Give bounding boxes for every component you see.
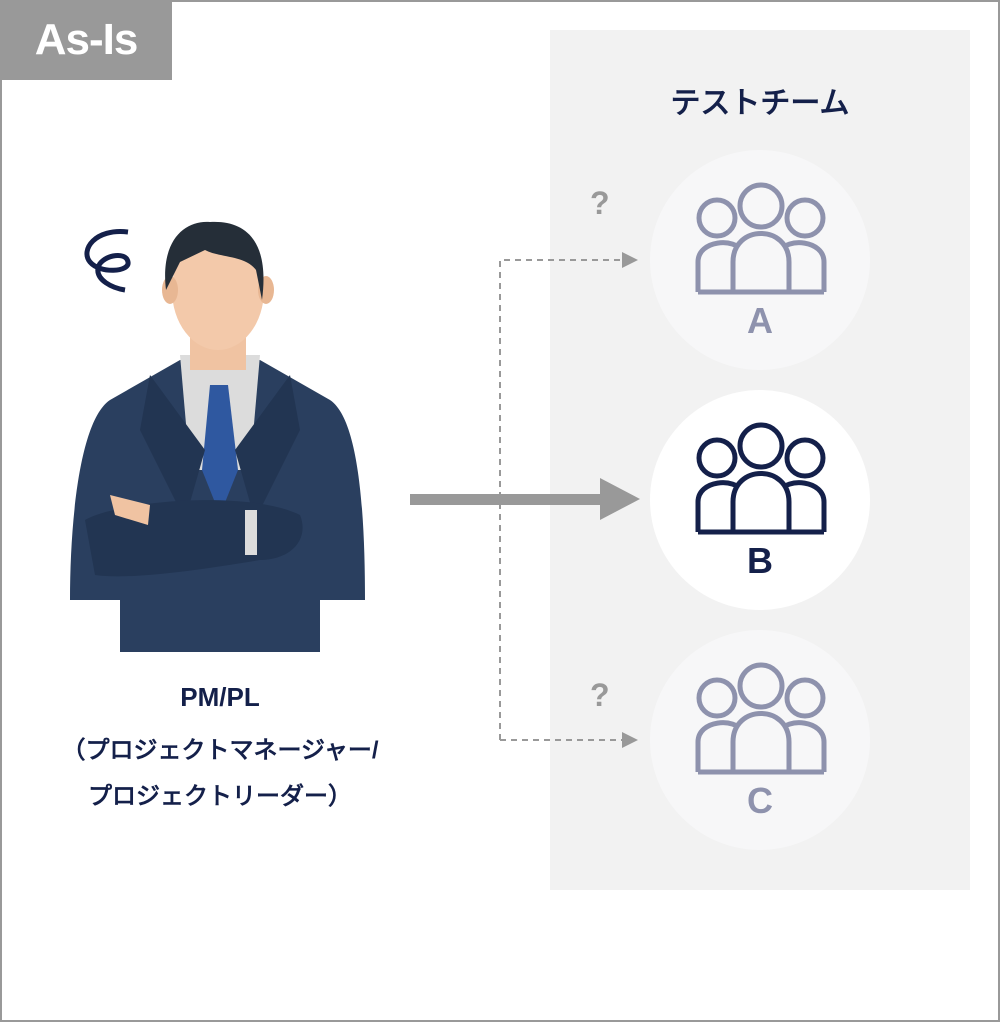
question-mark-c: ?	[590, 677, 610, 713]
arrowhead-c	[622, 732, 638, 748]
people-group-icon	[695, 662, 827, 775]
team-label-b: B	[747, 540, 773, 581]
main-arrowhead	[600, 478, 640, 520]
confused-swirl-icon	[84, 229, 131, 293]
question-mark-a: ?	[590, 185, 610, 221]
people-group-icon	[695, 182, 827, 295]
pm-title: PM/PL	[180, 682, 260, 712]
pm-subtitle-line2: プロジェクトリーダー）	[88, 783, 352, 810]
people-group-icon	[695, 422, 827, 535]
test-team-title: テストチーム	[670, 87, 850, 120]
arrowhead-a	[622, 252, 638, 268]
pm-subtitle-line1: （プロジェクトマネージャー/	[61, 737, 379, 764]
team-label-c: C	[747, 780, 773, 821]
as-is-tag: As-Is	[0, 0, 172, 80]
team-group-a[interactable]: A	[650, 150, 870, 370]
team-label-a: A	[747, 300, 773, 341]
team-group-b[interactable]: B	[650, 390, 870, 610]
team-group-c[interactable]: C	[650, 630, 870, 850]
dashed-branch-lines	[499, 259, 622, 741]
main-arrow-shaft	[410, 494, 605, 505]
pm-person-illustration	[70, 221, 365, 652]
